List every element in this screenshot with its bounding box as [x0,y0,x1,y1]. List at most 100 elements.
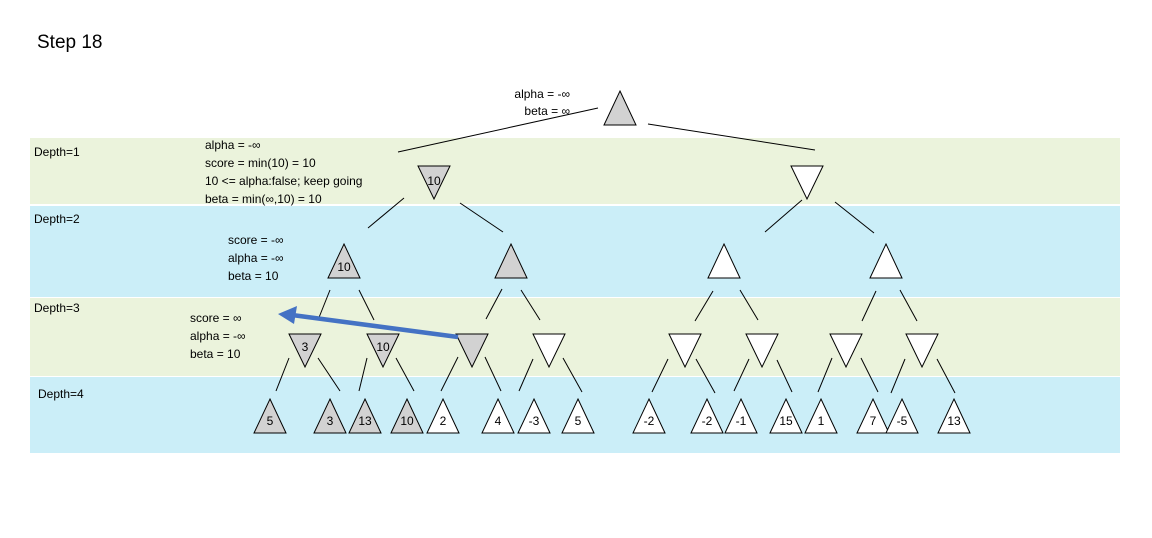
tree-edge [485,288,503,320]
leaf-value: -5 [897,414,908,428]
tree-edge [733,358,750,392]
depth1-annotation-line: 10 <= alpha:false; keep going [205,174,362,188]
tree-edge [861,290,877,322]
tree-edge [651,358,669,393]
min-node-depth3 [668,333,702,369]
min-node-depth3 [829,333,863,369]
leaf-value: -2 [644,414,655,428]
min-node-depth3 [455,333,489,369]
depth3-annotation-line: score = ∞ [190,311,242,325]
leaf-value: 2 [440,414,447,428]
tree-edge [358,357,368,392]
tree-edge [484,356,502,392]
max-node-depth2 [327,242,361,279]
tree-edge [562,357,583,393]
tree-edge [899,289,918,322]
leaf-node [724,397,758,434]
leaf-node [804,397,838,434]
leaf-value: 5 [575,414,582,428]
depth-label-3: Depth=3 [34,301,80,315]
tree-edge [275,357,290,392]
leaf-value: 4 [495,414,502,428]
min-node-depth3 [288,333,322,369]
root-annotation-line: alpha = -∞ [514,87,570,101]
leaf-node [313,397,347,434]
depth-label-2: Depth=2 [34,212,80,226]
tree-edge [647,123,816,151]
node-value: 10 [337,260,351,274]
depth2-annotation-line: beta = 10 [228,269,279,283]
min-node-depth3 [532,333,566,369]
leaf-node [690,397,724,434]
leaf-node [481,397,515,434]
leaf-value: -3 [529,414,540,428]
leaf-value: 13 [358,414,372,428]
leaf-value: 1 [818,414,825,428]
tree-edge [817,357,833,393]
root-annotation-line: beta = ∞ [524,104,570,118]
depth-band-1 [30,138,1120,204]
depth1-annotation-line: score = min(10) = 10 [205,156,316,170]
depth1-annotation-line: alpha = -∞ [205,138,261,152]
tree-edge [834,201,875,234]
min-node-depth3 [366,333,400,369]
node-value: 3 [302,340,309,354]
depth2-annotation-line: score = -∞ [228,233,284,247]
leaf-value: 10 [400,414,414,428]
tree-edge [695,358,716,394]
depth3-annotation-line: alpha = -∞ [190,329,246,343]
tree-edge [518,358,534,392]
leaf-value: 3 [327,414,334,428]
leaf-value: -2 [702,414,713,428]
tree-edge [358,289,375,321]
depth3-annotation-line: beta = 10 [190,347,241,361]
min-node-depth1 [790,165,824,201]
tree-edge [459,202,504,233]
leaf-node [561,397,595,434]
leaf-node [885,397,919,434]
max-node-depth2 [494,242,528,279]
depth2-annotation-line: alpha = -∞ [228,251,284,265]
tree-edge [520,289,541,321]
tree-edge [936,358,956,394]
tree-edge [890,358,906,394]
return-arrow [291,312,459,340]
depth1-annotation-line: beta = min(∞,10) = 10 [205,192,322,206]
leaf-node [769,397,803,434]
max-node-depth2 [869,242,903,279]
max-node-depth2 [707,242,741,279]
tree-edge [860,357,879,393]
leaf-node [856,397,890,434]
leaf-node [390,397,424,434]
root-max-node [603,89,637,126]
leaf-value: 15 [779,414,793,428]
leaf-node [348,397,382,434]
tree-edge [776,359,793,393]
leaf-node [937,397,971,434]
min-node-depth1 [417,165,451,201]
tree-edge [764,199,803,233]
depth-label-1: Depth=1 [34,145,80,159]
node-value: 10 [427,174,441,188]
tree-edge [397,107,599,153]
step-title: Step 18 [37,32,103,53]
tree-edge [739,289,759,321]
return-arrowhead [278,306,297,324]
tree-edge [440,356,459,392]
tree-edge [317,289,331,321]
leaf-node [253,397,287,434]
leaf-node [517,397,551,434]
leaf-value: 7 [870,414,877,428]
depth-label-4: Depth=4 [38,387,84,401]
depth-band-2 [30,206,1120,297]
leaf-value: 13 [947,414,961,428]
leaf-value: -1 [736,414,747,428]
tree-edge [395,357,415,392]
min-node-depth3 [745,333,779,369]
leaf-node [632,397,666,434]
min-node-depth3 [905,333,939,369]
depth-band-3 [30,298,1120,376]
tree-edge [317,357,341,392]
